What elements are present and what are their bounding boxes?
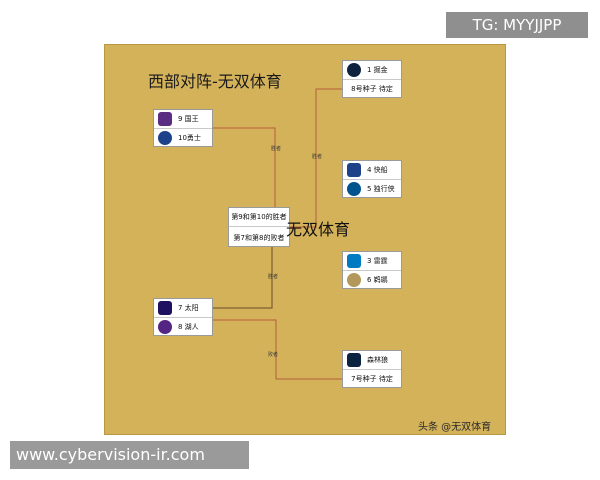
team-row-timberwolves: 森林狼 [343,351,401,370]
site-watermark: www.cybervision-ir.com [10,441,249,469]
line-tag-winner-3: 胜者 [268,273,278,280]
play-in-card: 第9和第10的胜者 第7和第8的败者 [228,207,290,247]
line-tag-winner-1: 胜者 [271,145,281,152]
matchup-card-clippers-mavericks: 4 快船 5 独行侠 [342,160,402,198]
center-watermark: 无双体育 [286,220,351,239]
team-label-clippers: 4 快船 [367,166,388,174]
play-in-loser-label: 第7和第8的败者 [233,234,285,242]
source-credit: 头条 @无双体育 [418,422,492,433]
matchup-card-nuggets: 1 掘金 8号种子 待定 [342,60,402,98]
thunder-logo-icon [347,254,361,268]
clippers-logo-icon [347,163,361,177]
matchup-card-thunder-pelicans: 3 雷霆 6 鹈鹕 [342,251,402,289]
connector-kings-warriors [213,127,276,207]
seed-label-eighth: 8号种子 待定 [351,85,393,93]
matchup-card-timberwolves: 森林狼 7号种子 待定 [342,350,402,388]
line-tag-winner-2: 胜者 [312,153,322,160]
team-row-nuggets: 1 掘金 [343,61,401,80]
team-label-kings: 9 国王 [178,115,199,123]
kings-logo-icon [158,112,172,126]
matchup-card-suns-lakers: 7 太阳 8 湖人 [153,298,213,336]
pelicans-logo-icon [347,273,361,287]
team-row-mavericks: 5 独行侠 [343,180,401,198]
team-row-kings: 9 国王 [154,110,212,129]
team-row-warriors: 10勇士 [154,129,212,147]
matchup-card-kings-warriors: 9 国王 10勇士 [153,109,213,147]
team-label-timberwolves: 森林狼 [367,356,388,364]
line-tag-loser: 败者 [268,351,278,358]
connector-to-nuggets [290,88,342,228]
lakers-logo-icon [158,320,172,334]
team-label-suns: 7 太阳 [178,304,199,312]
seed-row-eighth: 8号种子 待定 [343,80,401,98]
team-row-suns: 7 太阳 [154,299,212,318]
team-label-nuggets: 1 掘金 [367,66,388,74]
seed-row-seventh: 7号种子 待定 [343,370,401,388]
connector-suns-lakers-up [213,247,273,309]
team-label-warriors: 10勇士 [178,134,201,142]
team-label-mavericks: 5 独行侠 [367,185,395,193]
play-in-winner-row: 第9和第10的胜者 [229,208,289,227]
team-row-thunder: 3 雷霆 [343,252,401,271]
suns-logo-icon [158,301,172,315]
play-in-loser-row: 第7和第8的败者 [229,229,289,247]
team-label-thunder: 3 雷霆 [367,257,388,265]
team-row-clippers: 4 快船 [343,161,401,180]
play-in-winner-label: 第9和第10的胜者 [231,213,287,221]
connector-to-timberwolves [213,319,342,380]
tg-watermark: TG: MYYJJPP [446,12,588,38]
warriors-logo-icon [158,131,172,145]
team-row-lakers: 8 湖人 [154,318,212,336]
mavericks-logo-icon [347,182,361,196]
seed-label-seventh: 7号种子 待定 [351,375,393,383]
bracket-title: 西部对阵-无双体育 [148,72,282,91]
team-label-lakers: 8 湖人 [178,323,199,331]
team-row-pelicans: 6 鹈鹕 [343,271,401,289]
timberwolves-logo-icon [347,353,361,367]
nuggets-logo-icon [347,63,361,77]
team-label-pelicans: 6 鹈鹕 [367,276,388,284]
